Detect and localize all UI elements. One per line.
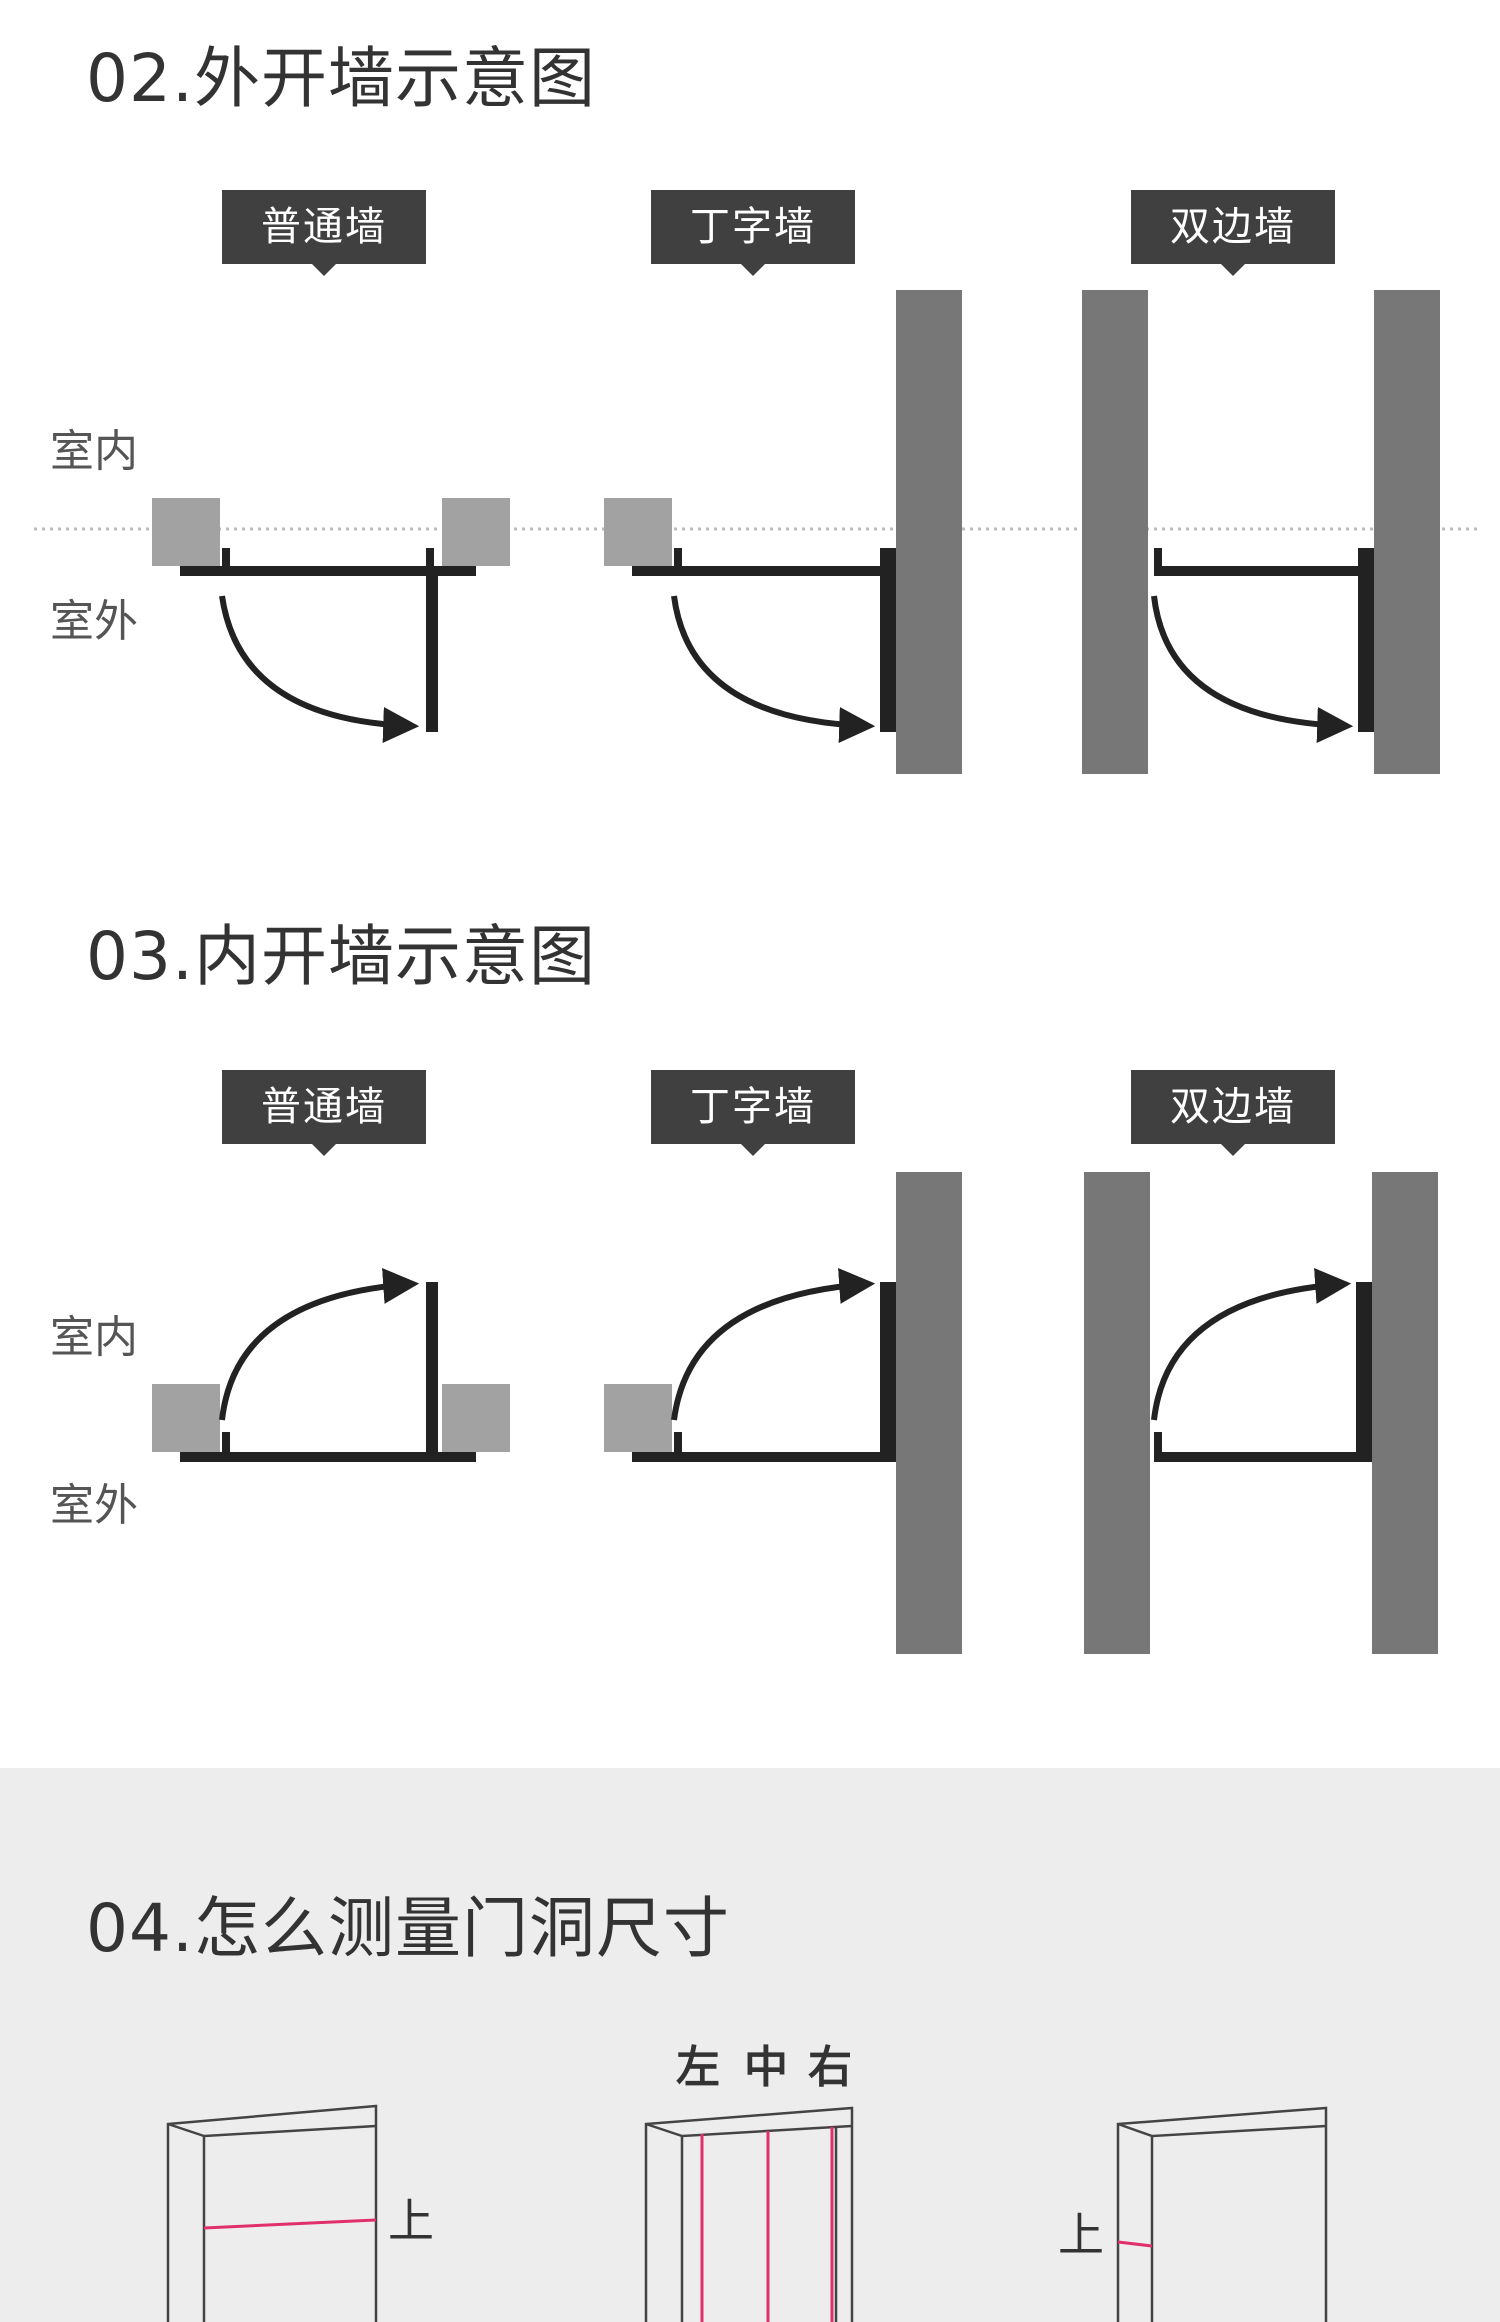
- side-wall-right: [1374, 290, 1440, 774]
- frame-stop: [222, 1432, 230, 1454]
- t-wall: [896, 290, 962, 774]
- open-door-panel: [426, 1282, 438, 1452]
- label-middle: 中: [744, 2042, 788, 2093]
- frame-stop: [426, 548, 434, 576]
- door-opening-3: [1116, 2106, 1328, 2322]
- tag-double-wall: 双边墙: [1131, 190, 1335, 276]
- outward-opening-diagram: [34, 290, 1480, 774]
- frame-stop: [674, 1432, 682, 1454]
- frame-stop: [674, 548, 682, 576]
- section-title-inward: 03.内开墙示意图: [86, 918, 596, 995]
- door-frame: [1154, 566, 1374, 576]
- outdoor-label: 室外: [50, 1480, 138, 1531]
- swing-arrow: [1151, 595, 1354, 744]
- open-door-panel: [880, 1282, 896, 1452]
- side-wall-left: [1082, 290, 1148, 774]
- frame-stop: [1154, 1432, 1162, 1454]
- door-frame: [632, 566, 896, 576]
- swing-arrow: [219, 595, 420, 743]
- side-wall-left: [1084, 1172, 1150, 1654]
- width-measure-line: [203, 2218, 377, 2230]
- wall-block-right: [442, 498, 510, 566]
- open-door-panel: [426, 576, 438, 732]
- label-top-3: 上: [1058, 2208, 1104, 2262]
- outdoor-label: 室外: [50, 596, 138, 647]
- inward-opening-diagram: [152, 1172, 1438, 1654]
- indoor-label: 室内: [50, 426, 138, 477]
- section-title-measure: 04.怎么测量门洞尺寸: [86, 1890, 730, 1967]
- swing-arrow: [671, 595, 876, 744]
- indoor-label: 室内: [50, 1312, 138, 1363]
- door-frame: [180, 1452, 476, 1462]
- wall-block-right: [442, 1384, 510, 1452]
- wall-block-left: [604, 1384, 672, 1452]
- tag-normal-wall: 普通墙: [222, 1070, 426, 1156]
- open-door-panel: [1356, 1282, 1372, 1452]
- side-wall-right: [1372, 1172, 1438, 1654]
- door-opening-2: [644, 2106, 854, 2322]
- tag-normal-wall: 普通墙: [222, 190, 426, 276]
- door-frame: [1154, 1452, 1372, 1462]
- frame-stop: [222, 548, 230, 576]
- wall-block-left: [604, 498, 672, 566]
- door-measure-diagrams: [166, 2104, 1328, 2322]
- frame-stop: [1154, 548, 1162, 576]
- open-door-panel: [880, 548, 896, 732]
- thickness-measure-line: [1117, 2240, 1153, 2248]
- t-wall: [896, 1172, 962, 1654]
- wall-block-left: [152, 498, 220, 566]
- wall-block-left: [152, 1384, 220, 1452]
- label-right: 右: [808, 2042, 852, 2093]
- measure-section-background: [0, 1768, 1500, 2322]
- tag-t-wall: 丁字墙: [651, 190, 855, 276]
- door-frame: [180, 566, 476, 576]
- open-door-panel: [1358, 548, 1374, 732]
- label-left: 左: [676, 2042, 720, 2093]
- swing-arrow: [671, 1267, 876, 1421]
- label-top-1: 上: [388, 2194, 434, 2248]
- tag-t-wall: 丁字墙: [651, 1070, 855, 1156]
- door-opening-1: [166, 2104, 378, 2322]
- section-title-outward: 02.外开墙示意图: [86, 40, 596, 117]
- door-frame: [632, 1452, 896, 1462]
- tag-double-wall: 双边墙: [1131, 1070, 1335, 1156]
- swing-arrow: [219, 1268, 420, 1421]
- swing-arrow: [1151, 1268, 1352, 1421]
